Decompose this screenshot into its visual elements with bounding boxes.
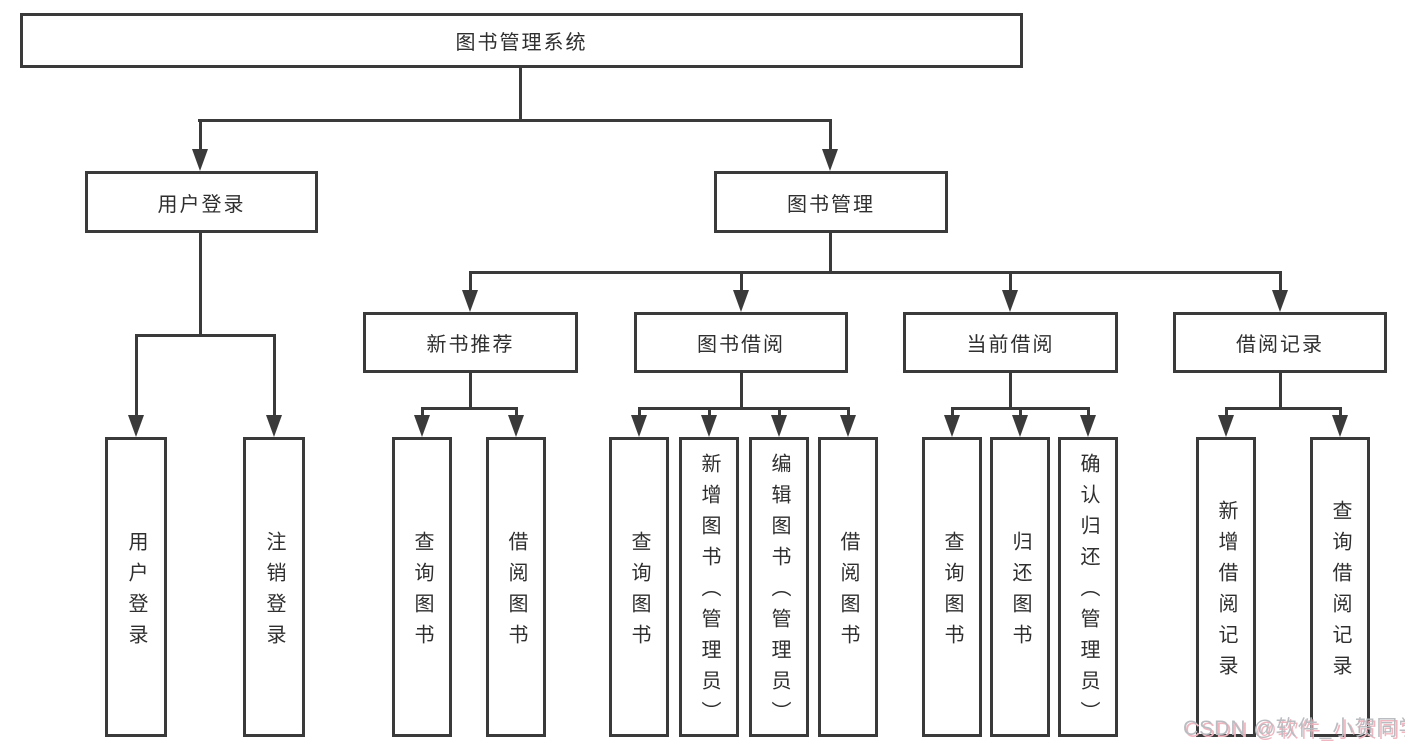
node-new-book-recommend: 新书推荐	[363, 312, 578, 373]
leaf-current-return-books-label: 归还图书	[1009, 530, 1031, 655]
leaf-borrow-query-books: 查询图书	[609, 437, 669, 737]
connector-line	[519, 68, 522, 122]
node-book-borrow: 图书借阅	[634, 312, 848, 373]
connector-line	[778, 407, 781, 417]
connector-line	[1009, 373, 1012, 410]
leaf-borrow-edit-books-admin-label: 编辑图书（管理员）	[768, 453, 790, 732]
node-book-management: 图书管理	[714, 171, 948, 233]
arrow-down-icon	[1272, 290, 1288, 312]
arrow-down-icon	[1218, 415, 1234, 437]
leaf-current-query-books: 查询图书	[922, 437, 982, 737]
arrow-down-icon	[414, 415, 430, 437]
arrow-down-icon	[1002, 290, 1018, 312]
node-borrow-records: 借阅记录	[1173, 312, 1387, 373]
node-root: 图书管理系统	[20, 13, 1023, 68]
arrow-down-icon	[944, 415, 960, 437]
leaf-recommend-query-books-label: 查询图书	[411, 530, 433, 655]
connector-line	[1009, 271, 1012, 292]
connector-line	[273, 334, 276, 417]
leaf-records-query-record-label: 查询借阅记录	[1329, 499, 1351, 686]
arrow-down-icon	[1012, 415, 1028, 437]
node-current-borrow-label: 当前借阅	[966, 334, 1055, 356]
connector-line	[1087, 407, 1090, 417]
connector-line	[469, 373, 472, 410]
connector-line	[469, 271, 472, 292]
leaf-logout-label: 注销登录	[263, 530, 285, 655]
arrow-down-icon	[128, 415, 144, 437]
connector-line	[1279, 271, 1282, 292]
connector-line	[1225, 407, 1342, 410]
connector-line	[135, 334, 138, 417]
connector-line	[199, 233, 202, 337]
node-borrow-records-label: 借阅记录	[1236, 334, 1324, 356]
node-book-management-label: 图书管理	[787, 193, 875, 216]
leaf-user-login: 用户登录	[105, 437, 167, 737]
leaf-records-query-record: 查询借阅记录	[1310, 437, 1370, 737]
arrow-down-icon	[192, 149, 208, 171]
connector-line	[951, 407, 954, 417]
connector-line	[829, 233, 832, 274]
connector-line	[740, 373, 743, 410]
leaf-borrow-add-books-admin: 新增图书（管理员）	[679, 437, 739, 737]
leaf-records-add-record: 新增借阅记录	[1196, 437, 1256, 737]
leaf-borrow-add-books-admin-label: 新增图书（管理员）	[698, 453, 720, 732]
arrow-down-icon	[462, 290, 478, 312]
connector-line	[1225, 407, 1228, 417]
connector-line	[199, 119, 202, 151]
leaf-user-login-label: 用户登录	[125, 530, 147, 655]
connector-line	[638, 407, 849, 410]
connector-line	[1339, 407, 1342, 417]
node-new-book-recommend-label: 新书推荐	[426, 334, 515, 356]
connector-line	[829, 119, 832, 151]
arrow-down-icon	[840, 415, 856, 437]
node-user-login-label: 用户登录	[157, 193, 246, 216]
leaf-recommend-query-books: 查询图书	[392, 437, 452, 737]
leaf-logout: 注销登录	[243, 437, 305, 737]
arrow-down-icon	[508, 415, 524, 437]
node-user-login: 用户登录	[85, 171, 318, 233]
connector-line	[740, 271, 743, 292]
leaf-current-confirm-return-admin-label: 确认归还（管理员）	[1077, 453, 1099, 732]
leaf-borrow-edit-books-admin: 编辑图书（管理员）	[749, 437, 809, 737]
connector-line	[198, 119, 832, 122]
leaf-current-query-books-label: 查询图书	[941, 530, 963, 655]
arrow-down-icon	[631, 415, 647, 437]
leaf-borrow-borrow-books-label: 借阅图书	[837, 530, 859, 655]
connector-line	[1279, 373, 1282, 410]
arrow-down-icon	[822, 149, 838, 171]
leaf-recommend-borrow-books: 借阅图书	[486, 437, 546, 737]
node-current-borrow: 当前借阅	[903, 312, 1118, 373]
arrow-down-icon	[701, 415, 717, 437]
node-root-label: 图书管理系统	[455, 32, 588, 54]
leaf-current-return-books: 归还图书	[990, 437, 1050, 737]
connector-line	[638, 407, 641, 417]
leaf-current-confirm-return-admin: 确认归还（管理员）	[1058, 437, 1118, 737]
arrow-down-icon	[733, 290, 749, 312]
connector-line	[515, 407, 518, 417]
connector-line	[135, 334, 276, 337]
node-book-borrow-label: 图书借阅	[697, 334, 785, 356]
leaf-borrow-query-books-label: 查询图书	[628, 530, 650, 655]
arrow-down-icon	[266, 415, 282, 437]
connector-line	[469, 271, 1281, 274]
leaf-borrow-borrow-books: 借阅图书	[818, 437, 878, 737]
leaf-records-add-record-label: 新增借阅记录	[1215, 499, 1237, 686]
arrow-down-icon	[1080, 415, 1096, 437]
connector-line	[421, 407, 518, 410]
leaf-recommend-borrow-books-label: 借阅图书	[505, 530, 527, 655]
connector-line	[421, 407, 424, 417]
csdn-watermark: CSDN @软件_小贺同学	[1183, 717, 1405, 740]
connector-line	[1019, 407, 1022, 417]
arrow-down-icon	[1332, 415, 1348, 437]
connector-line	[708, 407, 711, 417]
arrow-down-icon	[771, 415, 787, 437]
connector-line	[847, 407, 850, 417]
